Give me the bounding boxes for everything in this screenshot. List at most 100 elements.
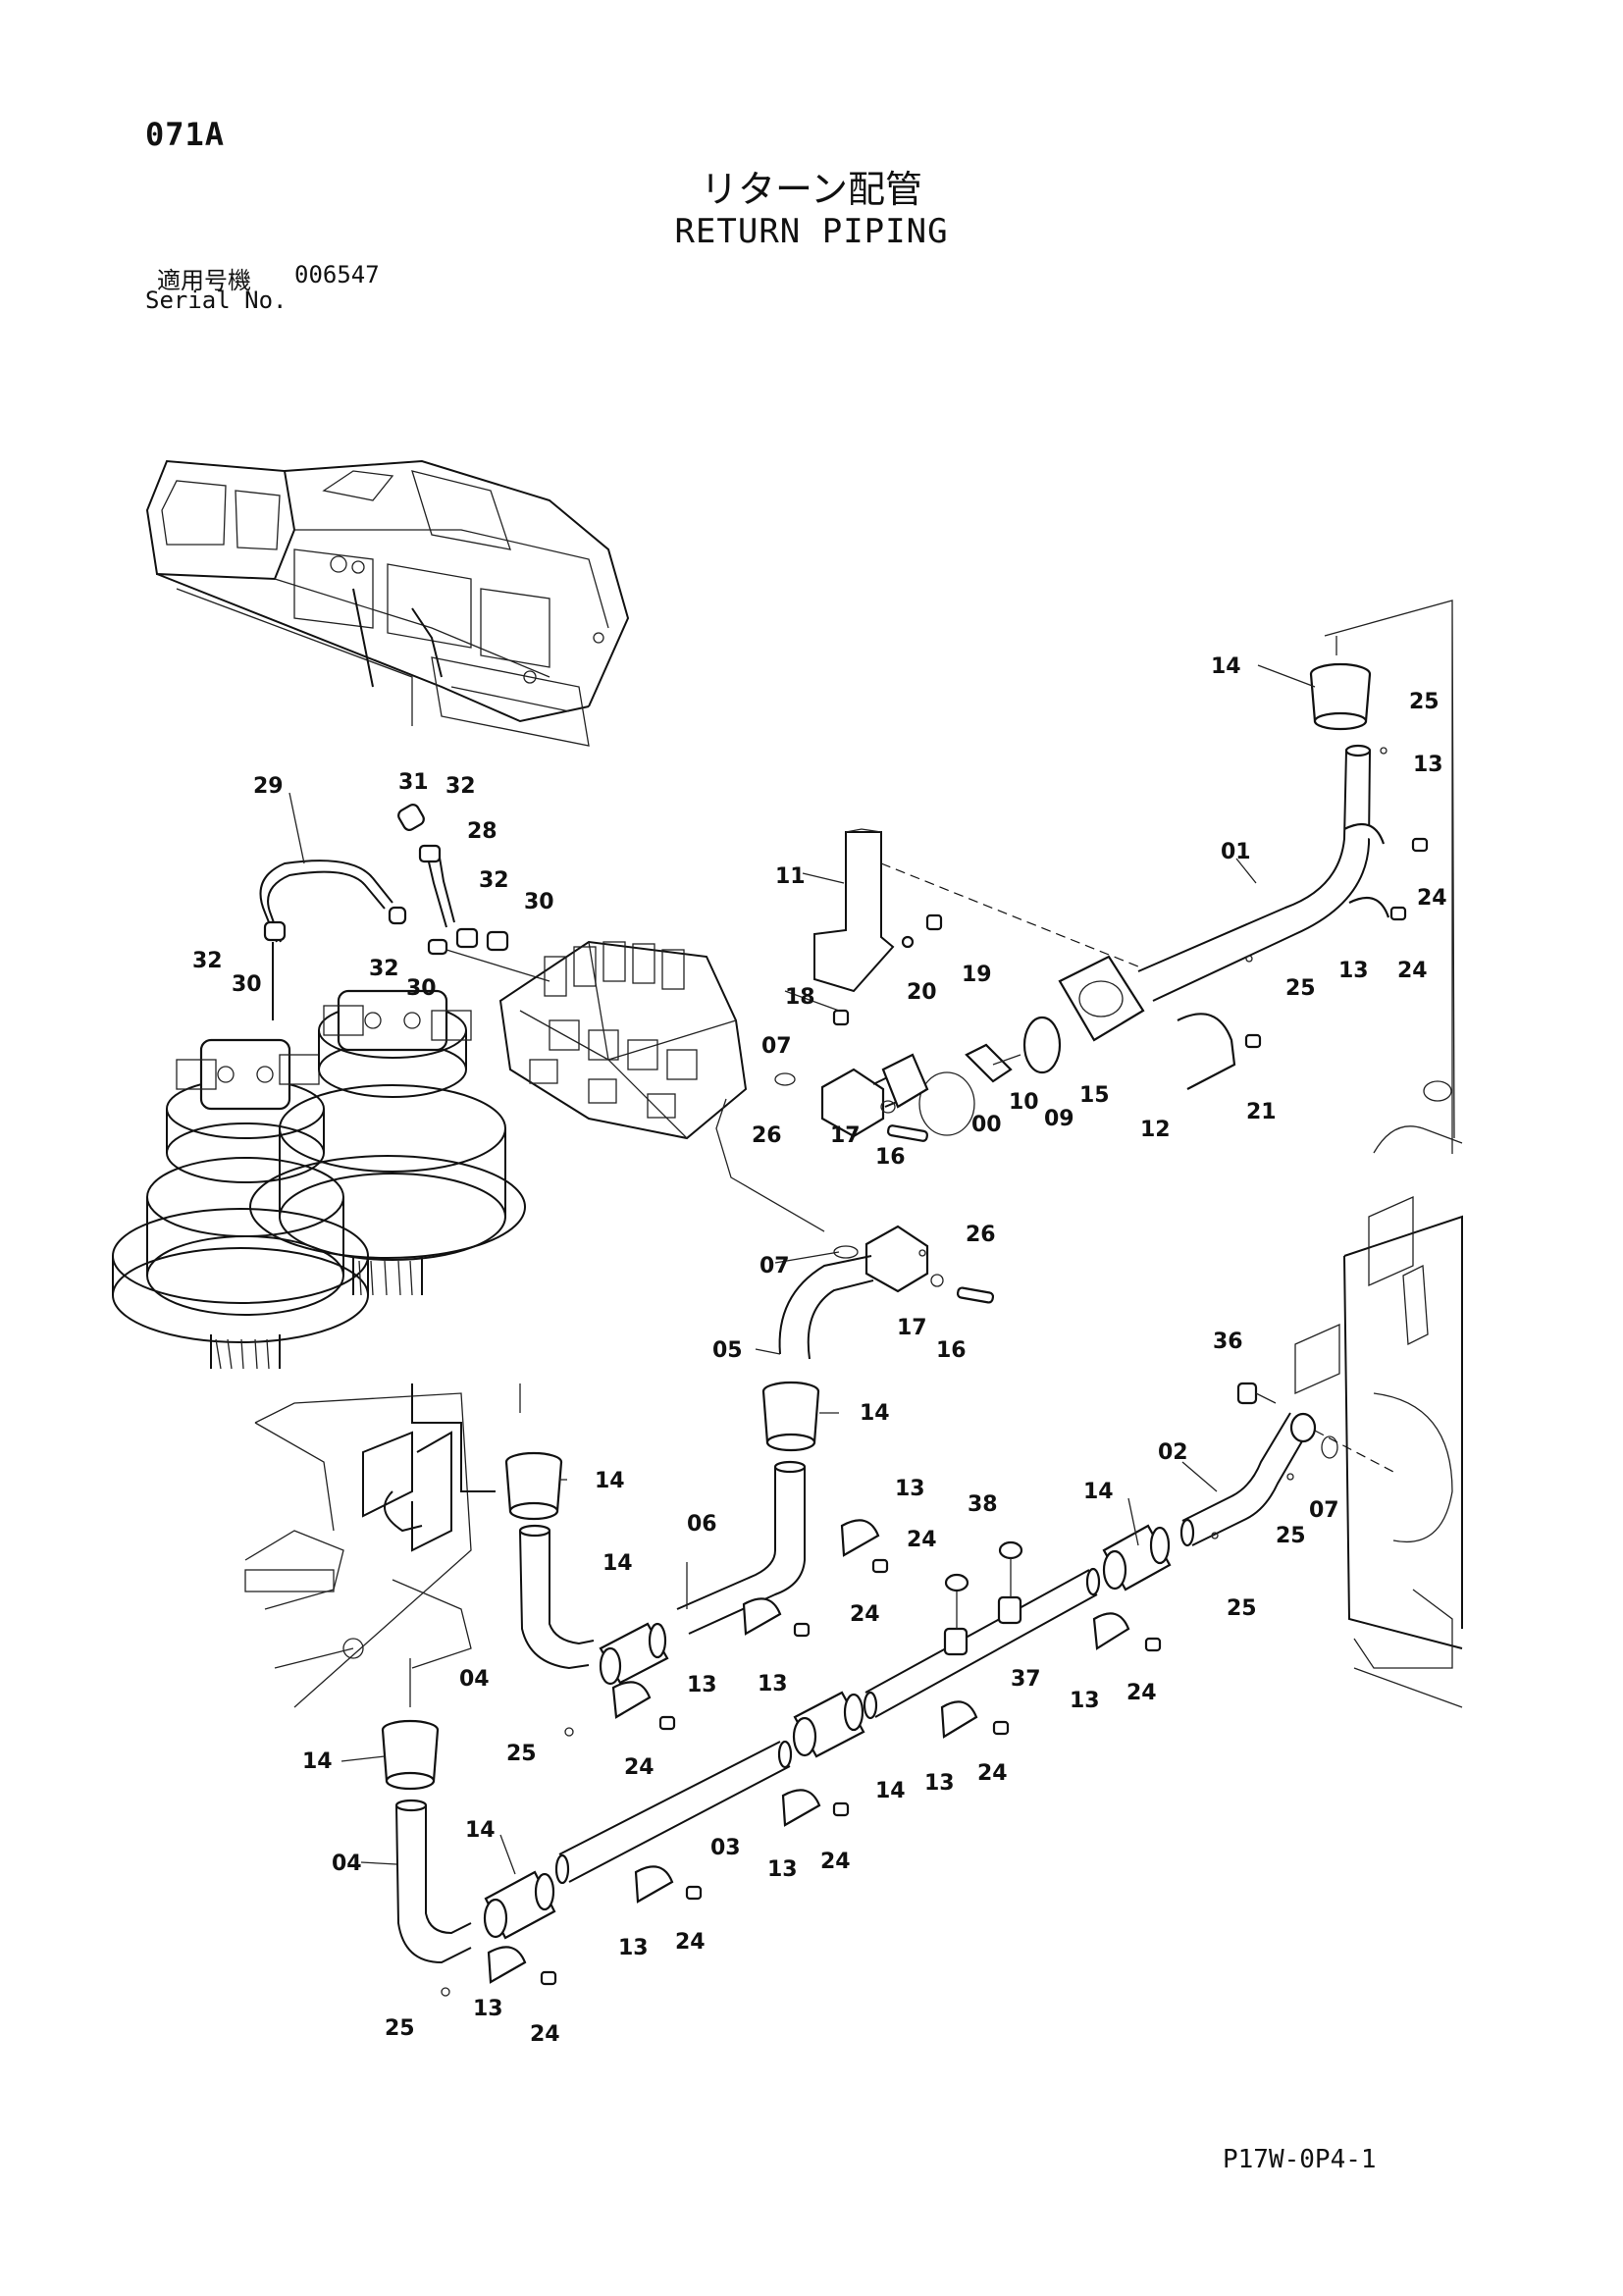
callout-13: 13 (1070, 1689, 1100, 1713)
plug-38b (998, 1540, 1023, 1560)
leader-lines (288, 664, 1316, 1875)
title-english: RETURN PIPING (674, 212, 949, 251)
callout-24: 24 (820, 1850, 851, 1874)
page-code: 071A (145, 116, 226, 153)
callout-09: 09 (1044, 1107, 1074, 1131)
callout-30: 30 (232, 972, 262, 997)
callout-24: 24 (530, 2022, 560, 2047)
callout-04: 04 (332, 1852, 362, 1876)
callout-13: 13 (687, 1673, 717, 1697)
callout-24: 24 (675, 1930, 706, 1955)
callout-18: 18 (785, 985, 815, 1010)
pipe-connector-14-center (792, 1691, 865, 1758)
bracket-11 (813, 831, 895, 993)
callout-07: 07 (759, 1254, 790, 1278)
flange-00 (1058, 955, 1145, 1042)
callout-38: 38 (968, 1492, 998, 1517)
callout-25: 25 (1227, 1596, 1257, 1621)
tee-block-upper (820, 1068, 885, 1138)
callout-13: 13 (1413, 753, 1443, 777)
callout-16: 16 (875, 1145, 906, 1170)
callout-13: 13 (473, 1997, 503, 2021)
callout-03: 03 (710, 1836, 741, 1860)
clamp-12 (1177, 1013, 1236, 1090)
callout-13: 13 (895, 1477, 925, 1501)
hose-28 (426, 851, 455, 928)
callout-25: 25 (1285, 976, 1316, 1001)
callout-01: 01 (1221, 840, 1251, 864)
pipe-01 (1137, 750, 1347, 972)
callout-25: 25 (506, 1742, 537, 1766)
valve-09 (965, 1043, 1013, 1083)
callout-24: 24 (1417, 886, 1447, 911)
callout-32: 32 (369, 957, 399, 981)
swing-motor-right (249, 989, 526, 1296)
callout-14: 14 (302, 1749, 333, 1774)
callout-06: 06 (687, 1512, 717, 1537)
callout-29: 29 (253, 774, 284, 799)
callout-02: 02 (1158, 1440, 1188, 1465)
clamp-set (441, 1519, 1162, 1997)
hose-29 (259, 860, 393, 1020)
callout-30: 30 (406, 976, 437, 1001)
callout-36: 36 (1213, 1330, 1243, 1354)
callout-37: 37 (1011, 1667, 1041, 1692)
callout-00: 00 (971, 1113, 1002, 1137)
pipe-05 (778, 1255, 872, 1355)
pipe-connector-14-mid (761, 1381, 820, 1452)
serial-number-value: 006547 (294, 261, 380, 288)
callout-32: 32 (445, 774, 476, 799)
frame-left-bracket (244, 1383, 521, 1708)
o-ring-15 (1022, 1016, 1062, 1074)
callout-24: 24 (907, 1528, 937, 1552)
callout-10: 10 (1009, 1090, 1039, 1115)
callout-13: 13 (924, 1771, 955, 1796)
callout-17: 17 (830, 1123, 861, 1148)
bolt-36 (1236, 1382, 1258, 1405)
callout-21: 21 (1246, 1100, 1277, 1124)
callout-14: 14 (602, 1551, 633, 1576)
callout-15: 15 (1079, 1083, 1110, 1108)
callout-19: 19 (962, 963, 992, 987)
callout-04: 04 (459, 1667, 490, 1692)
callout-24: 24 (850, 1602, 880, 1627)
callout-25: 25 (1409, 690, 1440, 714)
callout-07: 07 (1309, 1498, 1339, 1523)
callout-14: 14 (595, 1469, 625, 1493)
callout-05: 05 (712, 1338, 743, 1363)
callout-28: 28 (467, 819, 497, 844)
callout-labels: 14 25 13 01 24 13 24 25 11 20 19 18 07 1… (192, 654, 1447, 2047)
pipe-04-lower (395, 1804, 472, 1964)
callout-13: 13 (758, 1672, 788, 1696)
callout-31: 31 (398, 770, 429, 795)
callout-13: 13 (1338, 959, 1369, 983)
callout-16: 16 (936, 1338, 967, 1363)
o-ring-10 (918, 1071, 975, 1136)
pipe-37 (864, 1569, 1098, 1718)
pipe-03 (558, 1741, 791, 1883)
callout-24: 24 (1397, 959, 1428, 983)
drawing-code: P17W-0P4-1 (1223, 2145, 1377, 2174)
pipe-connector-14-top (1309, 662, 1372, 731)
pipe-connector-14-06 (599, 1622, 669, 1686)
swing-motor-left (112, 1038, 369, 1370)
pipe-connector-14-lower-left (381, 1719, 440, 1791)
tee-block-lower (864, 1225, 929, 1293)
control-valve (498, 940, 748, 1140)
callout-26: 26 (966, 1223, 996, 1247)
hydraulic-tank (1294, 1080, 1463, 1708)
callout-20: 20 (907, 980, 937, 1005)
callout-14: 14 (1083, 1480, 1114, 1504)
pipe-04-upper (519, 1530, 595, 1670)
callout-25: 25 (1276, 1524, 1306, 1548)
callout-17: 17 (897, 1316, 927, 1340)
serial-label-japanese: 適用号機 (157, 267, 251, 294)
callout-13: 13 (618, 1936, 649, 1960)
callout-32: 32 (479, 868, 509, 893)
callout-32: 32 (192, 949, 223, 973)
serial-label-english: Serial No. (145, 287, 288, 314)
callout-30: 30 (524, 890, 554, 914)
callout-25: 25 (385, 2016, 415, 2041)
callout-13: 13 (767, 1857, 798, 1882)
pipe-02 (1181, 1412, 1311, 1546)
